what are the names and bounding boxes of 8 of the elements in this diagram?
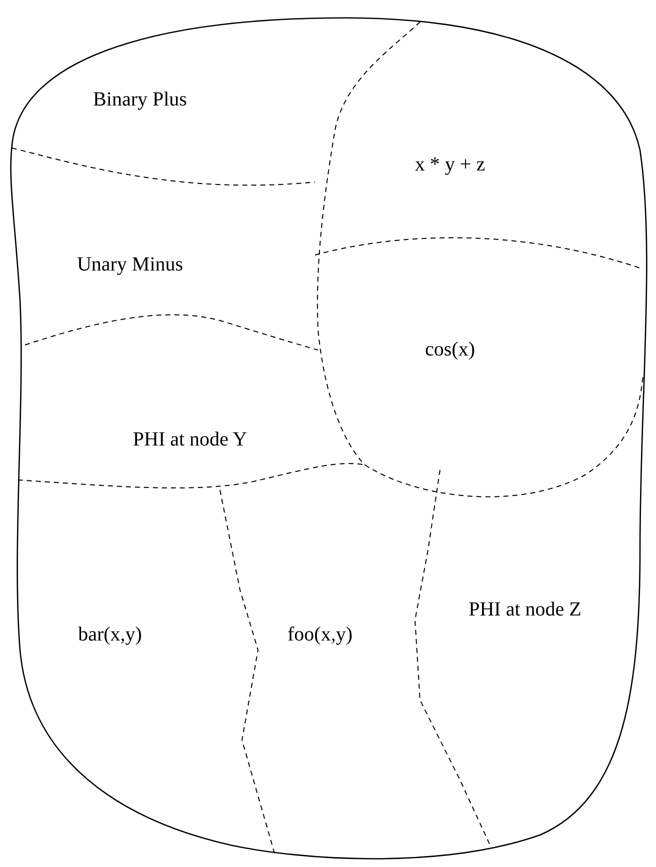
region-label: PHI at node Z: [468, 598, 582, 622]
region-label: bar(x,y): [78, 624, 142, 646]
region-label: cos(x): [425, 338, 475, 362]
region-label: PHI at node Y: [132, 428, 248, 452]
region-label: foo(x,y): [288, 624, 352, 646]
region-label: Unary Minus: [76, 254, 184, 276]
region-label: Binary Plus: [93, 88, 187, 112]
region-label: x * y + z: [414, 154, 486, 176]
